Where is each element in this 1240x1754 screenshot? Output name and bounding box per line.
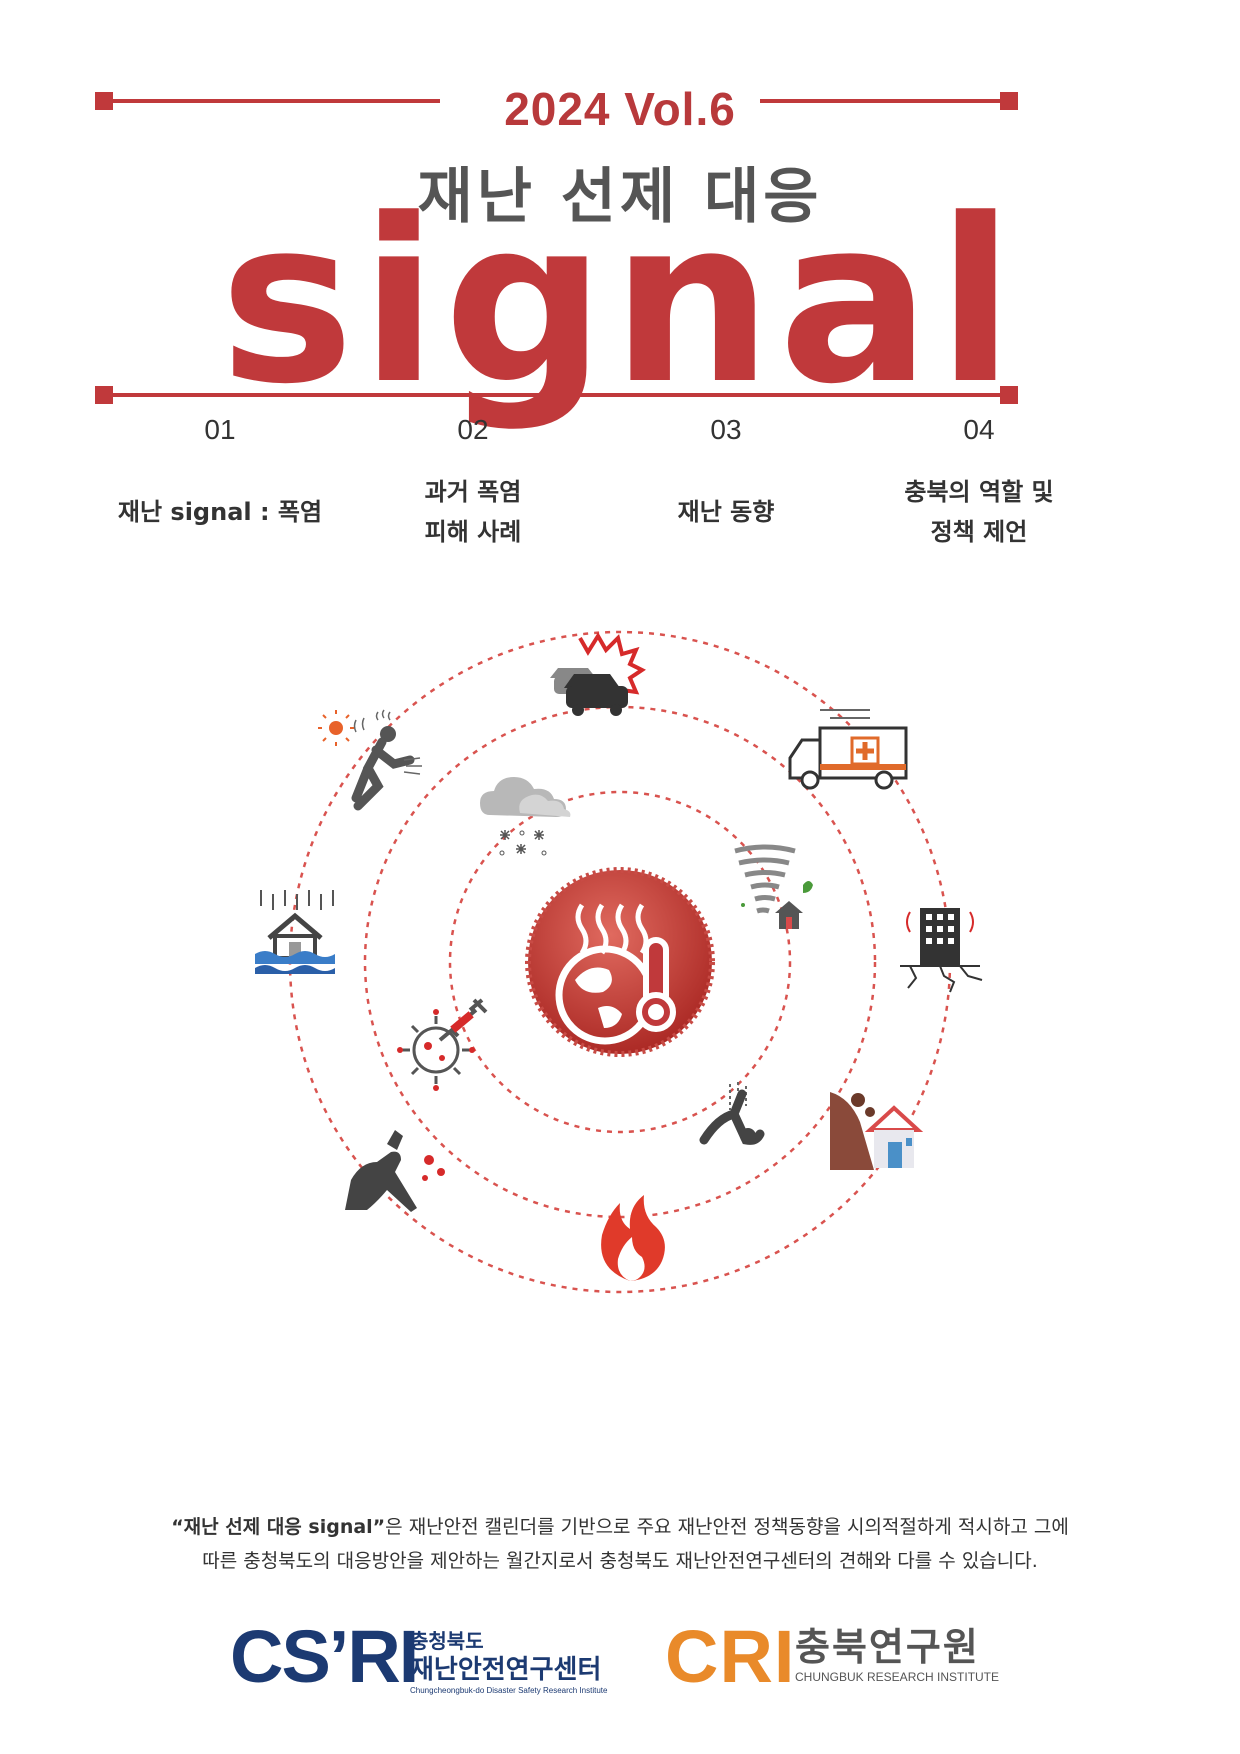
orbit-inner [448, 790, 792, 1134]
cri-logo-line1: 충북연구원 [795, 1625, 980, 1669]
toc-item-02[interactable]: 02 과거 폭염 피해 사례 [343, 414, 603, 552]
description-line1: 은 재난안전 캘린더를 기반으로 주요 재난안전 정책동향을 시의적절하게 적시… [385, 1516, 1069, 1538]
flood-icon [255, 890, 335, 974]
publication-description: “재난 선제 대응 signal”은 재난안전 캘린더를 기반으로 주요 재난안… [100, 1510, 1140, 1578]
toc-number: 03 [710, 414, 742, 445]
bottom-rule-left-cap [95, 386, 113, 404]
toc-item-03[interactable]: 03 재난 동향 [596, 414, 856, 552]
cri-logo-text: 충북연구원 CHUNGBUK RESEARCH INSTITUTE [795, 1624, 999, 1684]
disaster-orbit-diagram [255, 630, 983, 1294]
top-rule-right-cap [1000, 92, 1018, 110]
bottom-rule-right-cap [1000, 386, 1018, 404]
snow-cloud-icon [480, 777, 571, 856]
fire-icon [601, 1195, 665, 1281]
cri-logo-mark: CRI [665, 1615, 796, 1698]
landslide-icon [830, 1092, 924, 1170]
volume-label: 2024 Vol.6 [0, 82, 1240, 136]
toc-item-04[interactable]: 04 충북의 역할 및 정책 제언 [849, 414, 1109, 552]
heatwave-globe-icon [525, 867, 715, 1057]
top-rule-right [668, 99, 1004, 103]
car-accident-icon [550, 632, 646, 716]
bottom-rule [110, 393, 1004, 397]
csri-logo-line2: 재난안전연구센터 [410, 1655, 602, 1685]
toc-title: 재난 동향 [677, 498, 775, 526]
tornado-icon [734, 844, 813, 929]
ambulance-icon [788, 709, 908, 790]
top-rule-left-cap [95, 92, 113, 110]
csri-logo-mark: CS’RI [230, 1615, 419, 1698]
toc-title: 충북의 역할 및 정책 제언 [904, 478, 1054, 546]
csri-logo-line3: Chungcheongbuk-do Disaster Safety Resear… [410, 1686, 608, 1695]
page-title: signal [219, 171, 1021, 434]
page-subtitle: 재난 선제 대응 [417, 162, 823, 232]
earthquake-building-icon [900, 908, 983, 993]
toc-item-01[interactable]: 01 재난 signal : 폭염 [90, 414, 350, 552]
toc-number: 01 [204, 414, 236, 445]
toc-title: 과거 폭염 피해 사례 [424, 478, 522, 546]
toc-title: 재난 signal : 폭염 [117, 498, 323, 526]
cri-logo-line2: CHUNGBUK RESEARCH INSTITUTE [795, 1670, 1000, 1684]
description-highlight: “재난 선제 대응 signal” [171, 1516, 386, 1538]
toc-number: 02 [457, 414, 489, 445]
csri-logo-text: 충청북도 재난안전연구센터 Chungcheongbuk-do Disaster… [410, 1628, 607, 1696]
falling-person-icon [699, 1082, 765, 1145]
heatstroke-worker-icon [318, 709, 422, 811]
csri-logo-line1: 충청북도 [410, 1629, 484, 1653]
virus-icon [397, 998, 488, 1091]
toc-number: 04 [963, 414, 995, 445]
injury-icon [345, 1130, 445, 1212]
description-line2: 따른 충청북도의 대응방안을 제안하는 월간지로서 충청북도 재난안전연구센터의… [202, 1550, 1038, 1572]
top-rule-left [110, 99, 440, 103]
